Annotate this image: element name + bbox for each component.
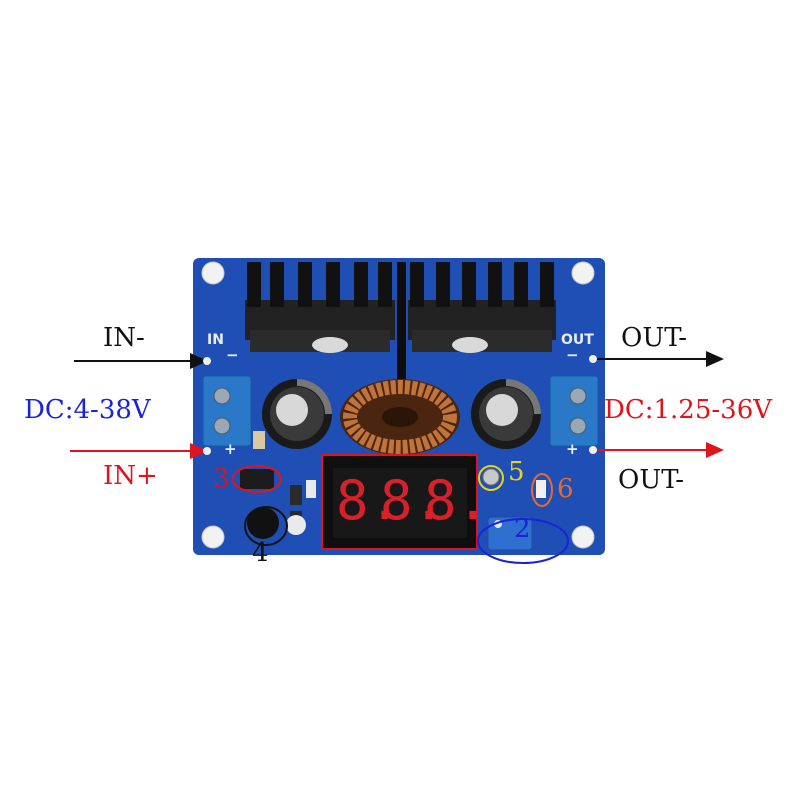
callout-number-2: 2 [514, 514, 531, 544]
callout-circle-6 [531, 473, 553, 507]
mount-hole [571, 525, 595, 549]
callout-number-4: 4 [252, 538, 269, 568]
led-digit: 8. [380, 469, 446, 532]
callout-circle-4 [244, 506, 288, 546]
callout-number-6: 6 [557, 474, 574, 504]
silk-out: OUT [561, 332, 594, 348]
silk-minus-out: − [566, 346, 579, 364]
callout-number-3: 3 [213, 464, 230, 494]
solder-pad [203, 357, 211, 365]
callout-box-1 [321, 454, 478, 550]
solder-pad [203, 447, 211, 455]
input-capacitor [262, 379, 332, 449]
silk-plus-in: + [224, 440, 237, 458]
heatsink-left [245, 262, 395, 353]
callout-circle-2 [477, 518, 569, 564]
callout-circle-3 [232, 465, 282, 493]
arrow-in-plus [70, 443, 208, 459]
trim-pot-5 [482, 468, 500, 486]
led-digit: 8. [336, 469, 402, 532]
led-hole [286, 515, 306, 535]
silk-minus-in: − [226, 346, 239, 364]
input-terminal-block [202, 375, 252, 447]
mount-hole [201, 525, 225, 549]
solder-pad [589, 355, 597, 363]
mount-hole [201, 261, 225, 285]
callout-circle-5 [478, 465, 504, 491]
label-in-plus: IN+ [103, 461, 158, 491]
smd-part [306, 480, 316, 498]
silk-plus-out: + [566, 440, 579, 458]
arrow-out-plus [592, 442, 724, 458]
heatsink-right [408, 262, 556, 353]
led-6 [536, 480, 546, 498]
led-digit: 8. [424, 469, 490, 532]
mount-hole [571, 261, 595, 285]
toroid-inductor [340, 379, 460, 455]
arrow-in-minus [74, 353, 208, 369]
transistor-4 [247, 507, 279, 539]
smd-part [290, 485, 302, 505]
heatsink-divider [397, 262, 406, 382]
output-terminal-block [549, 375, 599, 447]
callout-number-5: 5 [508, 457, 525, 487]
label-in-minus: IN- [103, 323, 145, 353]
output-capacitor [471, 379, 541, 449]
solder-pad [589, 446, 597, 454]
led-display-housing [322, 455, 477, 549]
label-output-range: DC:1.25-36V [604, 395, 773, 425]
arrow-out-minus [592, 351, 724, 367]
label-out-minus-bottom: OUT- [618, 465, 685, 495]
ic-chip [240, 469, 274, 489]
smd-resistor [253, 431, 265, 449]
label-input-range: DC:4-38V [24, 395, 151, 425]
label-out-minus-top: OUT- [621, 323, 688, 353]
silk-in: IN [207, 332, 224, 348]
